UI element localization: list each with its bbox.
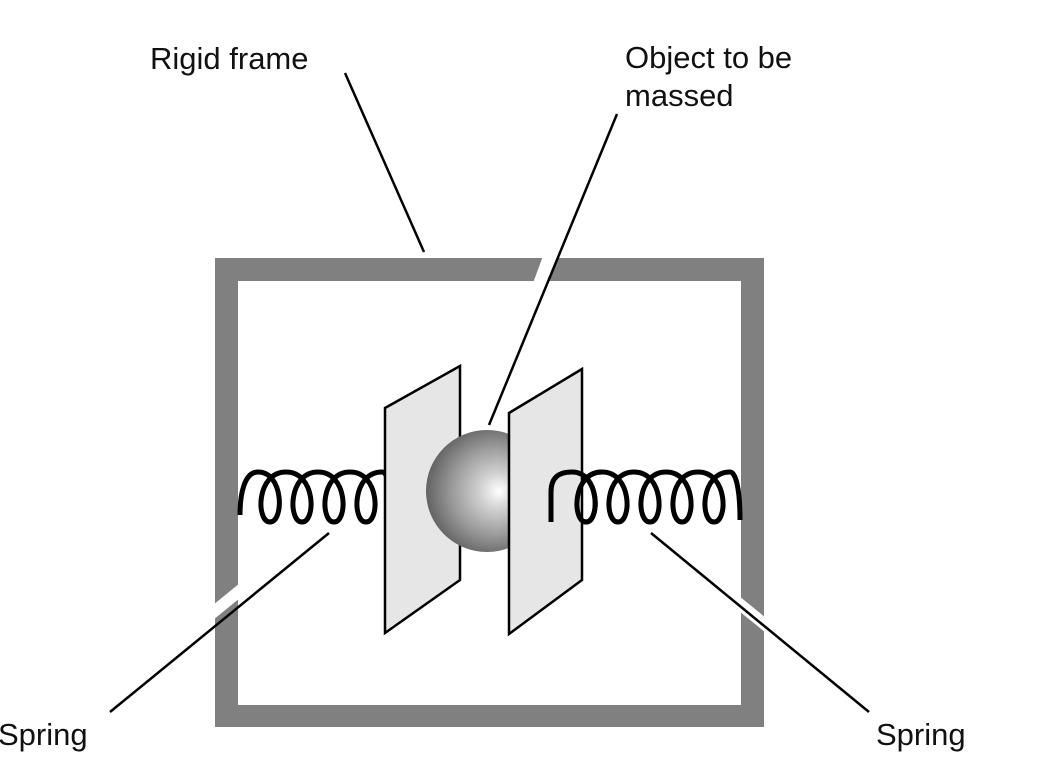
right-spring-front <box>548 469 603 525</box>
leader-line-object <box>487 113 619 426</box>
label-spring-left: Spring <box>0 717 88 752</box>
leader-line-spring-left <box>109 532 330 713</box>
label-spring-right: Spring <box>876 717 966 752</box>
frame-gap-top <box>533 256 558 283</box>
left-spring <box>237 469 393 525</box>
left-plate <box>383 363 462 636</box>
label-object-line1: Object to be <box>625 40 792 75</box>
leader-line-spring-right <box>650 532 870 713</box>
label-object-line2: massed <box>625 78 734 113</box>
leader-line-rigid-frame <box>343 72 426 253</box>
label-rigid-frame: Rigid frame <box>150 41 309 76</box>
frame-gap-left <box>213 583 240 620</box>
right-plate <box>507 366 584 637</box>
frame-gap-right <box>739 596 766 633</box>
